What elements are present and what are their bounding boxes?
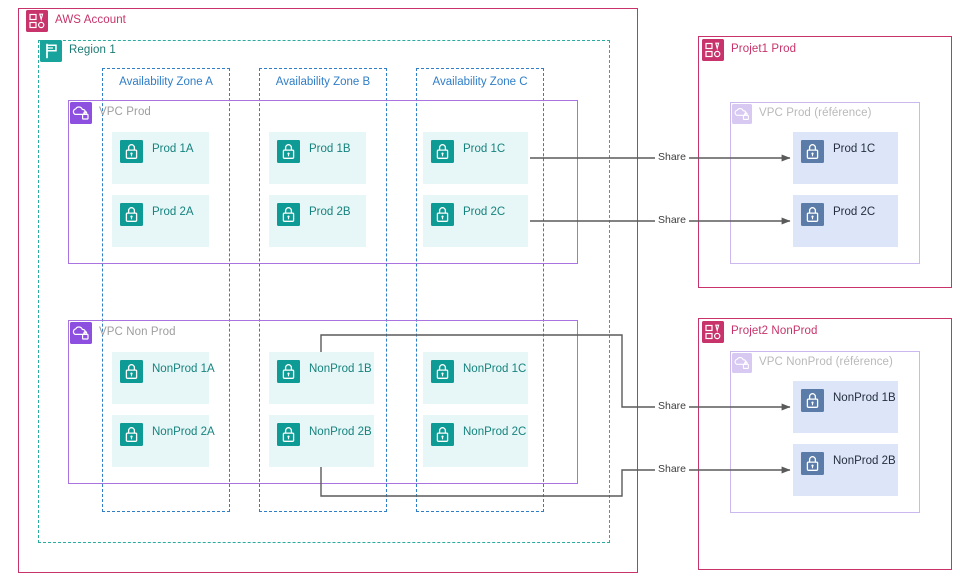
reference-label: Prod 1C <box>833 143 876 155</box>
subnet-label: NonProd 1C <box>463 363 527 375</box>
subnet-lock-icon <box>277 360 300 383</box>
subnet-lock-icon <box>120 203 143 226</box>
aws-account-label: AWS Account <box>55 14 126 27</box>
subnet-label: Prod 2A <box>152 206 194 218</box>
reference-label: NonProd 1B <box>833 392 896 404</box>
subnet-card-nonprod-1c[interactable]: NonProd 1C <box>423 352 528 404</box>
projet2-nonprod-boundary <box>698 318 952 570</box>
subnet-card-nonprod-2c[interactable]: NonProd 2C <box>423 415 528 467</box>
availability-zone-a-label: Availability Zone A <box>119 76 213 88</box>
subnet-ref-lock-icon <box>801 389 824 412</box>
subnet-ref-lock-icon <box>801 203 824 226</box>
availability-zone-c-boundary <box>416 68 544 512</box>
vpc-cloud-lock-icon <box>70 102 92 124</box>
connector-label-share-prod-1c: Share <box>655 152 690 163</box>
subnet-label: Prod 1B <box>309 143 351 155</box>
vpc-prod-boundary <box>68 100 578 264</box>
subnet-lock-icon <box>120 360 143 383</box>
connector-label-share-prod-2c: Share <box>655 215 690 226</box>
vpc-nonprod-reference-label-group: VPC NonProd (référence) <box>732 353 893 373</box>
reference-card-nonprod-2b[interactable]: NonProd 2B <box>793 444 898 496</box>
subnet-lock-icon <box>277 423 300 446</box>
vpc-prod-reference-label: VPC Prod (référence) <box>759 107 872 120</box>
subnet-label: Prod 2B <box>309 206 351 218</box>
region-label: Region 1 <box>69 44 116 57</box>
aws-account-icon <box>702 321 724 343</box>
availability-zone-b-boundary <box>259 68 387 512</box>
subnet-card-prod-1a[interactable]: Prod 1A <box>112 132 209 184</box>
reference-card-prod-1c[interactable]: Prod 1C <box>793 132 898 184</box>
vpc-cloud-lock-icon <box>70 322 92 344</box>
aws-account-icon <box>702 39 724 61</box>
vpc-ref-cloud-lock-icon <box>732 353 752 373</box>
availability-zone-a-boundary <box>102 68 230 512</box>
aws-account-boundary <box>18 8 638 573</box>
subnet-label: Prod 1C <box>463 143 506 155</box>
vpc-nonprod-reference-boundary <box>730 351 920 513</box>
vpc-prod-reference-label-group: VPC Prod (référence) <box>732 104 872 124</box>
subnet-card-nonprod-1b[interactable]: NonProd 1B <box>269 352 374 404</box>
subnet-card-nonprod-2b[interactable]: NonProd 2B <box>269 415 374 467</box>
subnet-label: Prod 2C <box>463 206 506 218</box>
subnet-card-prod-2c[interactable]: Prod 2C <box>423 195 528 247</box>
aws-account-icon <box>26 10 48 32</box>
vpc-nonprod-label-group: VPC Non Prod <box>70 322 176 344</box>
subnet-label: Prod 1A <box>152 143 194 155</box>
region-label-group: Region 1 <box>40 40 116 62</box>
vpc-prod-reference-boundary <box>730 102 920 264</box>
subnet-label: NonProd 1B <box>309 363 372 375</box>
projet1-prod-label: Projet1 Prod <box>731 43 797 56</box>
subnet-card-nonprod-2a[interactable]: NonProd 2A <box>112 415 215 467</box>
vpc-prod-label-group: VPC Prod <box>70 102 151 124</box>
subnet-label: NonProd 1A <box>152 363 215 375</box>
connector-label-share-nonprod-1b: Share <box>655 401 690 412</box>
subnet-label: NonProd 2A <box>152 426 215 438</box>
subnet-ref-lock-icon <box>801 452 824 475</box>
connector-label-share-nonprod-2b: Share <box>655 464 690 475</box>
subnet-label: NonProd 2B <box>309 426 372 438</box>
projet2-nonprod-label-group: Projet2 NonProd <box>702 321 818 343</box>
availability-zone-b-label: Availability Zone B <box>275 76 371 88</box>
reference-label: Prod 2C <box>833 206 876 218</box>
subnet-card-prod-1b[interactable]: Prod 1B <box>269 132 366 184</box>
vpc-prod-label: VPC Prod <box>99 106 151 119</box>
projet1-prod-label-group: Projet1 Prod <box>702 39 796 61</box>
subnet-ref-lock-icon <box>801 140 824 163</box>
subnet-lock-icon <box>431 203 454 226</box>
region-boundary <box>38 40 610 543</box>
vpc-nonprod-label: VPC Non Prod <box>99 326 176 339</box>
subnet-card-prod-1c[interactable]: Prod 1C <box>423 132 528 184</box>
subnet-label: NonProd 2C <box>463 426 527 438</box>
availability-zone-c-label: Availability Zone C <box>432 76 528 88</box>
reference-label: NonProd 2B <box>833 455 896 467</box>
subnet-card-prod-2a[interactable]: Prod 2A <box>112 195 209 247</box>
subnet-card-prod-2b[interactable]: Prod 2B <box>269 195 366 247</box>
subnet-lock-icon <box>431 360 454 383</box>
vpc-nonprod-reference-label: VPC NonProd (référence) <box>759 356 893 369</box>
projet2-nonprod-label: Projet2 NonProd <box>731 325 818 338</box>
subnet-lock-icon <box>277 140 300 163</box>
reference-card-prod-2c[interactable]: Prod 2C <box>793 195 898 247</box>
region-flag-icon <box>40 40 62 62</box>
aws-account-label-group: AWS Account <box>26 10 126 32</box>
subnet-lock-icon <box>120 140 143 163</box>
projet1-prod-boundary <box>698 36 952 288</box>
vpc-ref-cloud-lock-icon <box>732 104 752 124</box>
subnet-card-nonprod-1a[interactable]: NonProd 1A <box>112 352 215 404</box>
subnet-lock-icon <box>431 423 454 446</box>
reference-card-nonprod-1b[interactable]: NonProd 1B <box>793 381 898 433</box>
subnet-lock-icon <box>277 203 300 226</box>
subnet-lock-icon <box>120 423 143 446</box>
subnet-lock-icon <box>431 140 454 163</box>
